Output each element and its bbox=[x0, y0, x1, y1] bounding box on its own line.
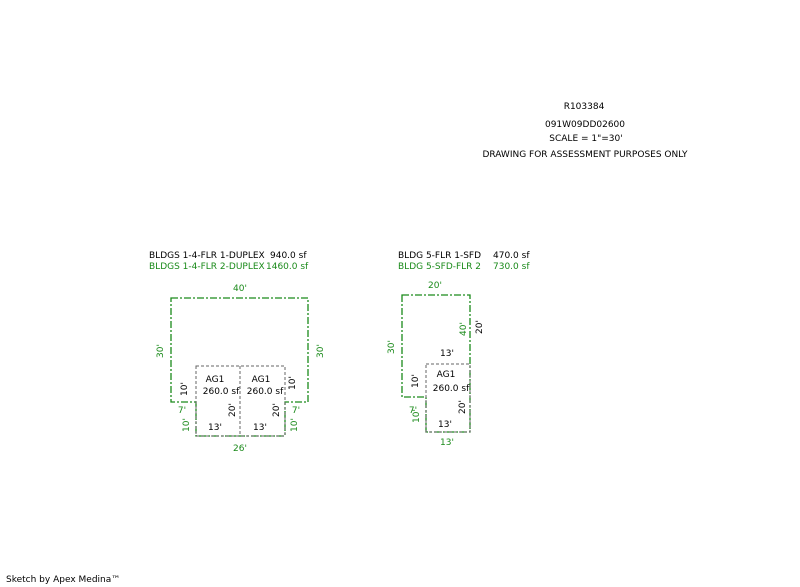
right-legend-floor2-area: 730.0 sf bbox=[493, 262, 530, 272]
left-garage2-width: 13' bbox=[253, 423, 267, 433]
left-garage1-width: 13' bbox=[208, 423, 222, 433]
left-dim-step-left: 7' bbox=[178, 406, 186, 416]
right-dim-step: 7' bbox=[409, 406, 417, 416]
right-dim-low: 10' bbox=[412, 409, 422, 423]
disclaimer: DRAWING FOR ASSESSMENT PURPOSES ONLY bbox=[482, 150, 688, 160]
left-dim-step-right: 7' bbox=[292, 406, 300, 416]
right-dim-notch: 10' bbox=[411, 374, 421, 388]
right-legend-floor2-label: BLDG 5-SFD-FLR 2 bbox=[398, 262, 482, 272]
left-legend-floor1-label: BLDGS 1-4-FLR 1-DUPLEX bbox=[149, 251, 265, 261]
right-dim-right-outer: 40' bbox=[459, 322, 469, 336]
left-garage2-code: AG1 bbox=[252, 375, 271, 385]
right-dim-right-inner: 20' bbox=[475, 320, 485, 334]
left-dim-low-left: 10' bbox=[182, 418, 192, 432]
left-legend-floor1-area: 940.0 sf bbox=[270, 251, 307, 261]
left-garage1-area: 260.0 sf bbox=[203, 387, 240, 397]
left-legend-floor2-label: BLDGS 1-4-FLR 2-DUPLEX bbox=[149, 262, 265, 272]
right-dim-bottom: 13' bbox=[440, 438, 454, 448]
left-dim-low-right: 10' bbox=[290, 418, 300, 432]
right-garage-outline bbox=[425, 363, 471, 433]
right-garage-depth: 20' bbox=[458, 400, 468, 414]
left-dim-notch-right: 10' bbox=[288, 376, 298, 390]
left-legend-floor2-area: 1460.0 sf bbox=[266, 262, 309, 272]
right-dim-top: 20' bbox=[428, 281, 442, 291]
right-dim-inner-top: 13' bbox=[440, 349, 454, 359]
right-legend-floor1-label: BLDG 5-FLR 1-SFD bbox=[398, 251, 482, 261]
footer-credit: Sketch by Apex Medina™ bbox=[6, 575, 121, 585]
left-building-outline bbox=[170, 297, 309, 437]
left-garage2-area: 260.0 sf bbox=[247, 387, 284, 397]
left-garage-outline bbox=[195, 365, 286, 437]
right-garage-width: 13' bbox=[438, 420, 452, 430]
right-dim-left: 30' bbox=[387, 340, 397, 354]
left-dim-top: 40' bbox=[233, 284, 247, 294]
left-dim-notch-left: 10' bbox=[180, 382, 190, 396]
right-legend-floor1-area: 470.0 sf bbox=[493, 251, 530, 261]
left-dim-bottom: 26' bbox=[233, 444, 247, 454]
left-garage1-code: AG1 bbox=[206, 375, 225, 385]
left-dim-right: 30' bbox=[316, 344, 326, 358]
right-garage-area: 260.0 sf bbox=[433, 384, 470, 394]
right-garage-code: AG1 bbox=[437, 370, 456, 380]
scale-label: SCALE = 1"=30' bbox=[549, 134, 623, 144]
left-garage1-depth: 20' bbox=[228, 403, 238, 417]
left-dim-left: 30' bbox=[156, 344, 166, 358]
left-garage2-depth: 20' bbox=[272, 403, 282, 417]
parcel-id: R103384 bbox=[563, 102, 605, 112]
map-id: 091W09DD02600 bbox=[544, 120, 626, 130]
